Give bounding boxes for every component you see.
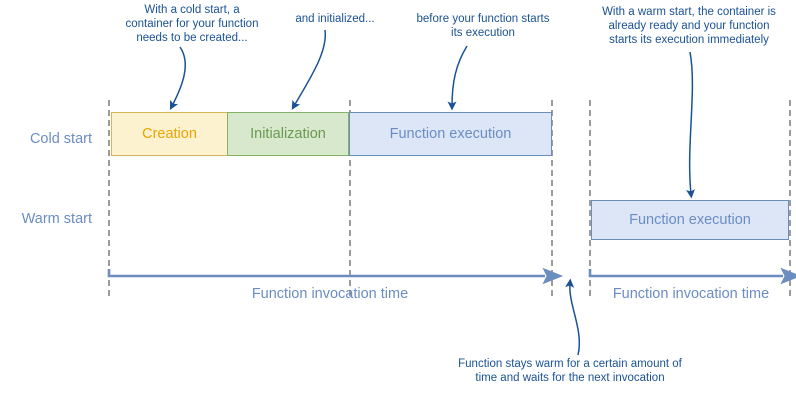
axis-warm-start: [588, 267, 796, 285]
phase-box-creation[interactable]: Creation: [111, 112, 228, 156]
row-label-warm-start: Warm start: [21, 211, 92, 227]
annotation-warm-start-note: With a warm start, the container is alre…: [602, 6, 776, 46]
phase-box-initialization[interactable]: Initialization: [227, 112, 349, 156]
annotation-stays-warm-note: Function stays warm for a certain amount…: [458, 358, 682, 384]
guide-line-start: [108, 100, 110, 296]
leader-initialization-note: [291, 29, 327, 110]
axis-cold-start: [107, 267, 564, 285]
leader-creation-note: [169, 46, 187, 110]
phase-box-cold-execution[interactable]: Function execution: [349, 112, 552, 156]
axis-label-cold-invocation-time: Function invocation time: [251, 286, 409, 302]
phase-label-warm-execution: Function execution: [629, 212, 751, 228]
leader-execution-note: [447, 45, 468, 111]
phase-label-creation: Creation: [142, 126, 197, 142]
annotation-creation-note: With a cold start, a container for your …: [125, 4, 259, 44]
phase-label-cold-execution: Function execution: [389, 126, 512, 142]
leader-warm-start-note: [686, 51, 696, 199]
guide-line-warm-start: [589, 100, 591, 296]
phase-label-initialization: Initialization: [250, 126, 326, 142]
row-label-cold-start: Cold start: [29, 131, 92, 147]
phase-box-warm-execution[interactable]: Function execution: [591, 200, 789, 240]
leader-stays-warm-note: [565, 278, 580, 356]
guide-line-init-end: [349, 100, 351, 296]
guide-line-cold-end: [551, 100, 553, 296]
annotation-initialization-note: and initialized...: [295, 13, 375, 25]
guide-line-warm-end: [789, 100, 791, 296]
annotation-execution-note: before your function starts its executio…: [416, 13, 550, 39]
axis-label-warm-invocation-time: Function invocation time: [612, 286, 770, 302]
